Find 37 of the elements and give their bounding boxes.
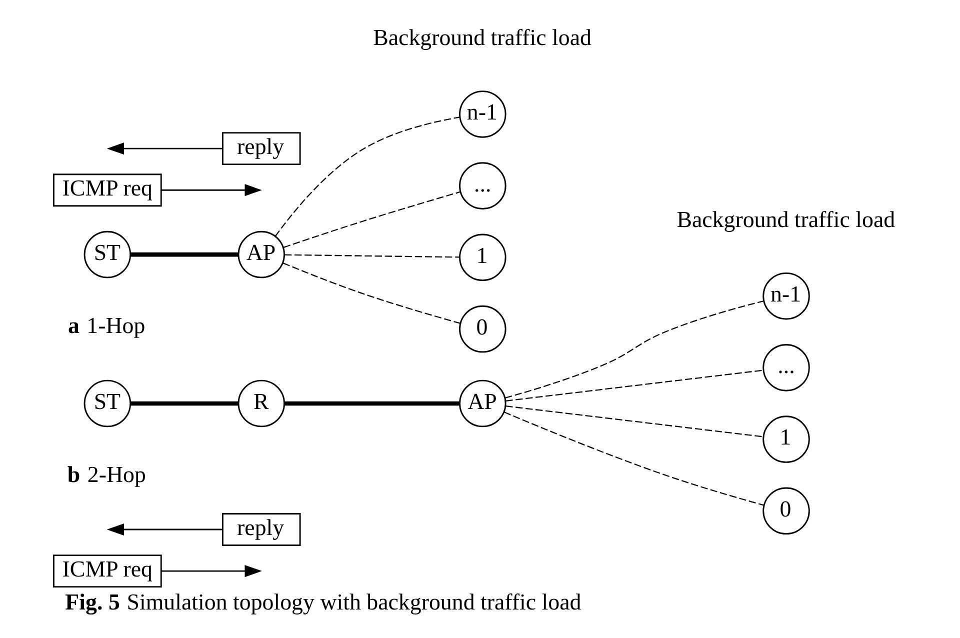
node-box: reply: [222, 132, 300, 166]
connector: [274, 116, 460, 237]
arrow: [106, 142, 222, 155]
label: Background traffic load: [372, 25, 591, 50]
connector: [504, 300, 764, 398]
connector: [282, 191, 460, 248]
connector: [284, 254, 460, 258]
node-circle: R: [237, 380, 285, 428]
connector: [505, 370, 763, 402]
node-circle: ...: [762, 344, 810, 392]
node-circle: ST: [83, 380, 131, 428]
node-box: reply: [222, 513, 300, 546]
connector: [284, 401, 460, 406]
connector: [130, 401, 238, 406]
node-circle: n-1: [762, 272, 810, 320]
node-circle: 1: [458, 234, 506, 282]
connector: [503, 411, 764, 506]
label: a 1-Hop: [68, 313, 145, 338]
node-circle: n-1: [458, 90, 506, 138]
caption: Fig. 5 Simulation topology with background traffic load: [64, 589, 581, 614]
node-box: ICMP req: [52, 174, 162, 207]
node-circle: ST: [83, 230, 131, 278]
node-circle: 0: [762, 487, 810, 535]
node-box: ICMP req: [52, 554, 162, 588]
label: b 2-Hop: [66, 462, 146, 487]
arrow: [160, 184, 262, 196]
node-circle: 1: [762, 416, 810, 463]
arrow: [106, 524, 222, 536]
connector: [130, 252, 238, 257]
node-circle: 0: [458, 305, 506, 353]
connector: [505, 406, 763, 438]
arrow: [160, 565, 262, 578]
node-circle: AP: [237, 230, 285, 278]
node-circle: AP: [458, 380, 506, 428]
connector: [282, 262, 460, 324]
label: Background traffic load: [676, 207, 895, 232]
node-circle: ...: [458, 162, 506, 210]
